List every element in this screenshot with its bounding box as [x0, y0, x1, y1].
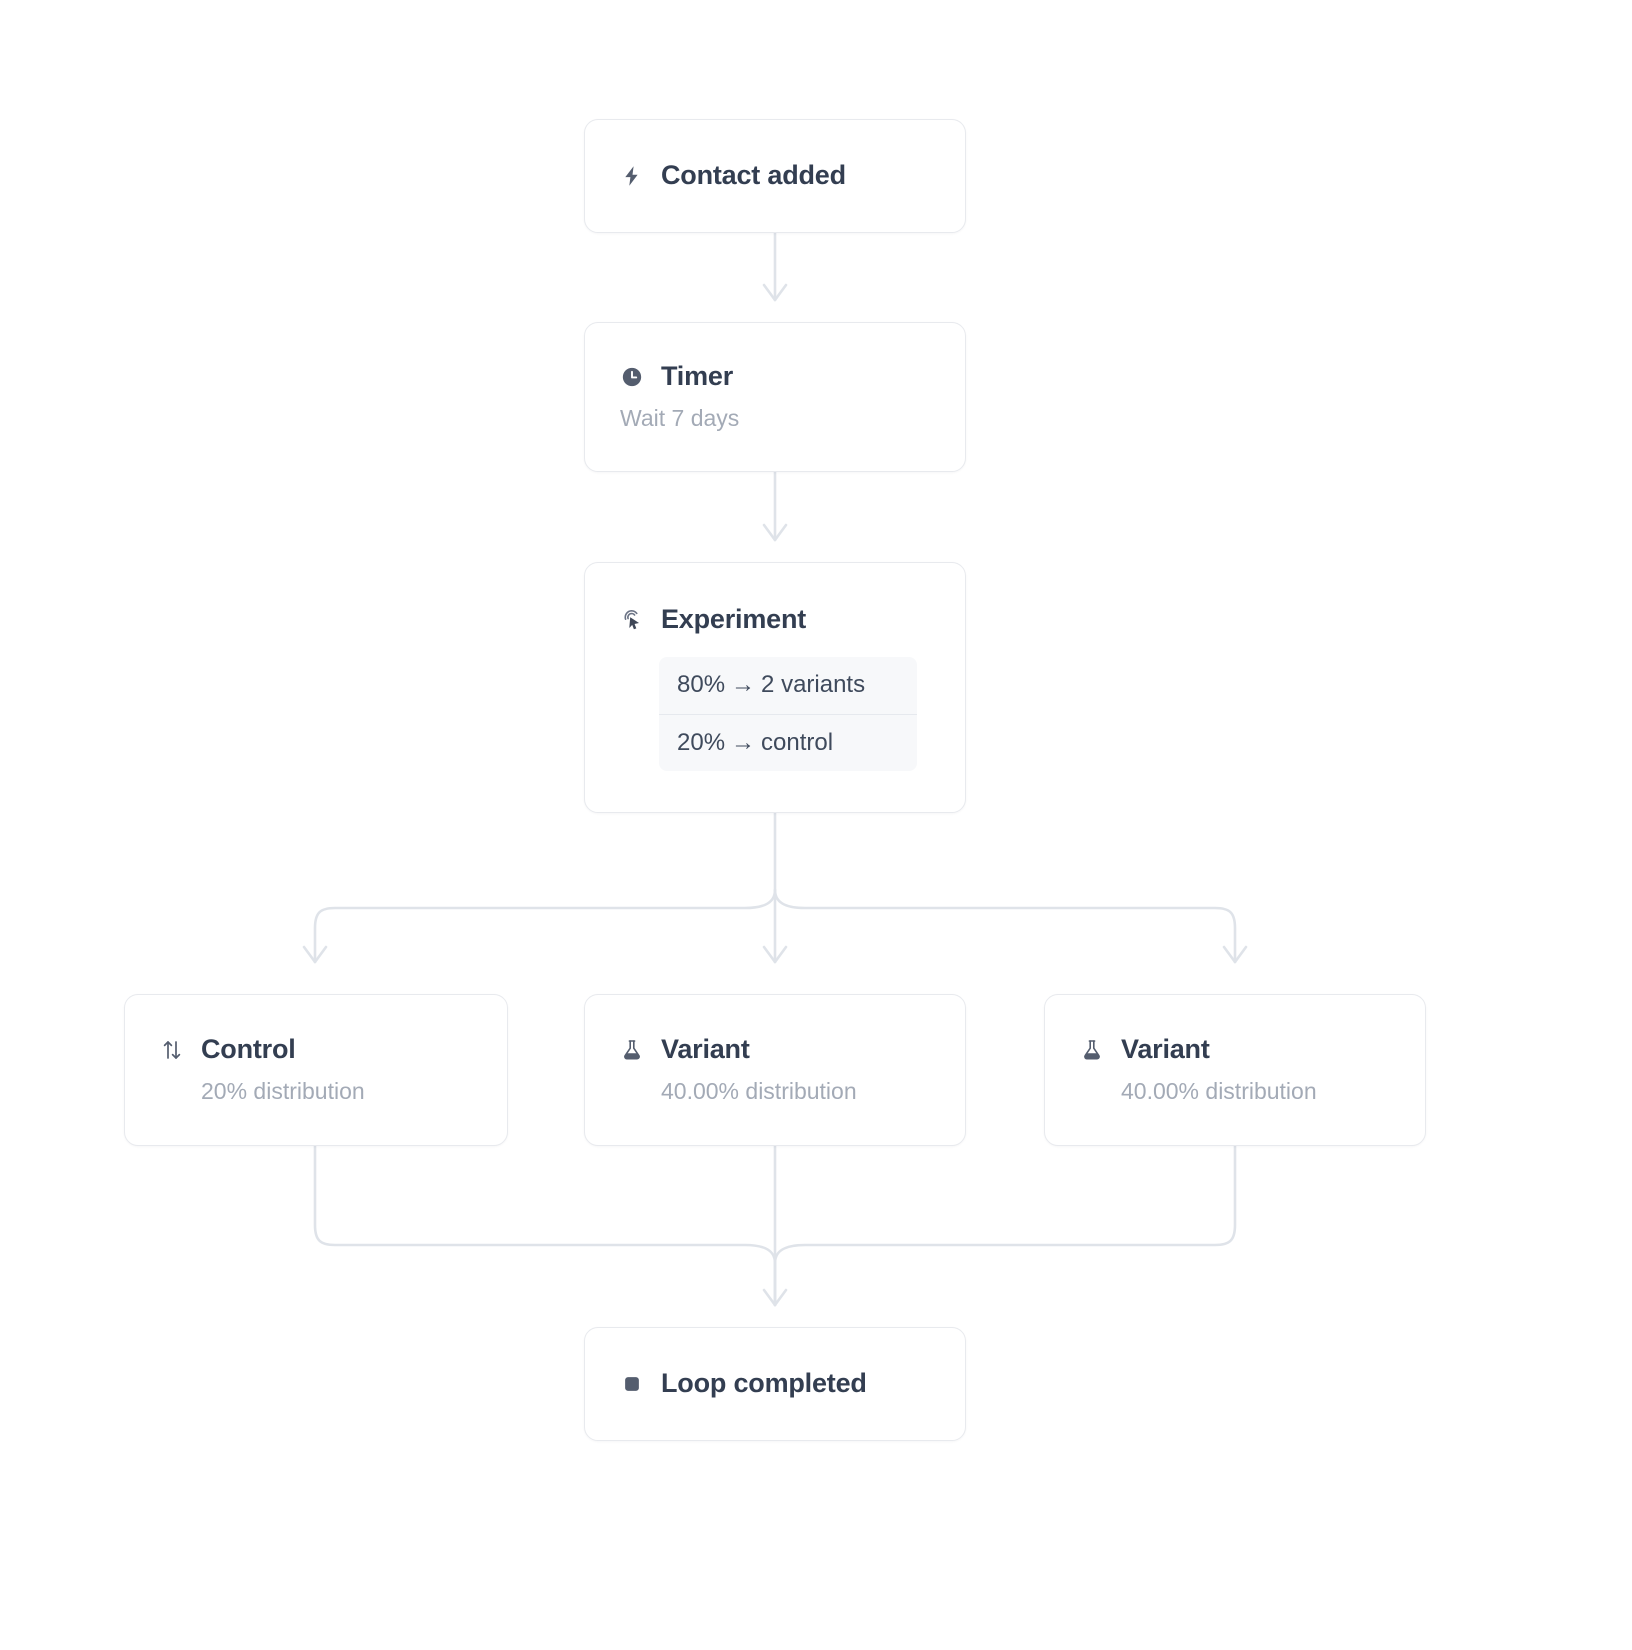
node-control[interactable]: Control 20% distribution: [124, 994, 508, 1146]
node-title: Contact added: [661, 160, 846, 191]
node-experiment[interactable]: Experiment 80%→2 variants 20%→control: [584, 562, 966, 813]
arrow-right-icon: →: [731, 671, 756, 699]
flask-icon: [1079, 1037, 1105, 1063]
node-subtitle: 40.00% distribution: [1121, 1078, 1317, 1105]
node-title: Variant: [1121, 1034, 1210, 1065]
cursor-click-icon: [619, 607, 645, 633]
node-timer[interactable]: Timer Wait 7 days: [584, 322, 966, 472]
flask-icon: [619, 1037, 645, 1063]
split-row: 80%→2 variants: [659, 657, 917, 713]
node-title: Variant: [661, 1034, 750, 1065]
arrows-up-down-icon: [159, 1037, 185, 1063]
split-target: 2 variants: [761, 671, 866, 699]
split-percent: 80%: [677, 671, 726, 699]
arrow-right-icon: →: [731, 728, 756, 756]
node-header: Control: [159, 1034, 473, 1065]
node-header: Experiment: [619, 604, 931, 635]
experiment-split-panel: 80%→2 variants 20%→control: [659, 657, 917, 771]
node-header: Variant: [619, 1034, 931, 1065]
lightning-bolt-icon: [619, 163, 645, 189]
node-subtitle: Wait 7 days: [620, 405, 740, 432]
node-variant-b[interactable]: Variant 40.00% distribution: [1044, 994, 1426, 1146]
stop-square-icon: [619, 1371, 645, 1397]
node-header: Variant: [1079, 1034, 1391, 1065]
split-target: control: [761, 728, 834, 756]
node-header: Contact added: [619, 160, 931, 191]
split-percent: 20%: [677, 728, 726, 756]
node-loop-completed[interactable]: Loop completed: [584, 1327, 966, 1441]
node-header: Timer: [619, 361, 931, 392]
node-variant-a[interactable]: Variant 40.00% distribution: [584, 994, 966, 1146]
node-header: Loop completed: [619, 1368, 931, 1399]
clock-icon: [619, 364, 645, 390]
node-subtitle: 20% distribution: [201, 1078, 365, 1105]
node-title: Control: [201, 1034, 296, 1065]
node-title: Timer: [661, 361, 734, 392]
node-contact-added[interactable]: Contact added: [584, 119, 966, 233]
node-subtitle: 40.00% distribution: [661, 1078, 857, 1105]
split-row: 20%→control: [659, 713, 917, 771]
node-title: Loop completed: [661, 1368, 867, 1399]
node-title: Experiment: [661, 604, 807, 635]
